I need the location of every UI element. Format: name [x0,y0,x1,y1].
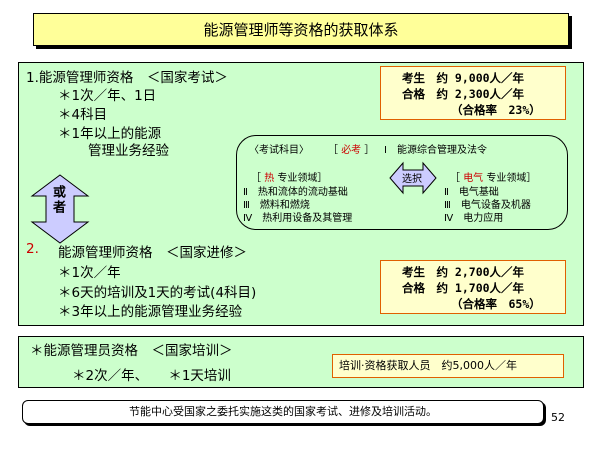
section1-bullet-experience-cont: 管理业务经验 [88,143,169,159]
electric-word: 电气 [463,173,484,184]
or-label: 或者 [50,185,65,215]
section2-bullet-training: ＊6天的培训及1天的考试(4科目) [58,285,257,301]
electric-open-bracket: ［ [450,173,460,184]
exam-subjects-label: 〈考试科目〉 [249,145,309,156]
electric-item-2: Ⅱ 电气基础 [444,187,499,198]
section2-stats-box: 考生 约 2,700人／年 合格 约 1,700人／年 （合格率 65%） [380,260,566,314]
section2-number: 2. [26,241,39,257]
training-stats-box: 培训·资格获取人员 约5,000人／年 [332,354,564,378]
page-number: 52 [551,411,565,424]
heat-open-bracket: ［ [251,173,261,184]
section1-pass-rate: （合格率 23%） [451,103,541,117]
section1-stats-box: 考生 约 9,000人／年 合格 约 2,300人／年 （合格率 23%） [380,66,566,120]
required-subject: Ⅰ 能源综合管理及法令 [384,145,487,156]
or-arrow-icon [30,174,90,244]
footer-note: 节能中心受国家之委托实施这类的国家考试、进修及培训活动。 [22,400,544,424]
section1-bullet-experience: ＊1年以上的能源 [58,126,162,142]
select-label: 选択 [402,174,422,185]
required-word: 必考 [341,145,362,156]
heat-item-4: Ⅳ 热利用设备及其管理 [243,213,353,224]
section2-heading: 能源管理师资格 ＜国家进修＞ [58,245,247,261]
section3-heading: ＊能源管理员资格 ＜国家培训＞ [30,343,233,359]
required-close-bracket: ］ [364,145,375,156]
heat-rest: 专业领域］ [277,173,328,184]
section1-bullet-subjects: ＊4科目 [58,107,108,123]
section1-heading: 1.能源管理师资格 ＜国家考试＞ [26,70,228,86]
heat-item-2: Ⅱ 热和流体的流动基础 [243,187,348,198]
required-open-bracket: ［ [328,145,338,156]
electric-rest: 专业领域］ [486,173,537,184]
section2-passed: 合格 约 1,700人／年 [402,281,525,295]
slide-title: 能源管理师等资格的获取体系 [33,13,569,46]
heat-item-3: Ⅲ 燃料和燃烧 [243,200,310,211]
section3-bullets: ＊2次／年、 ＊1天培训 [72,368,231,384]
section2-bullet-experience: ＊3年以上的能源管理业务经验 [58,304,243,320]
select-arrow-icon [389,161,437,195]
electric-field-heading: ［ 电气 专业领域］ [450,169,536,184]
electric-item-3: Ⅲ 电气设备及机器 [444,200,531,211]
section2-pass-rate: （合格率 65%） [451,297,541,311]
electric-item-4: Ⅳ 电力应用 [444,213,504,224]
section1-candidates: 考生 约 9,000人／年 [402,71,525,85]
heat-field-heading: ［ 热 专业领域］ [251,169,327,184]
required-subject-tag: ［ 必考 ］ [328,141,374,156]
section2-candidates: 考生 约 2,700人／年 [402,265,525,279]
heat-word: 热 [264,173,275,184]
section2-num: 2. [26,241,39,257]
section2-bullet-frequency: ＊1次／年 [58,265,121,281]
section1-passed: 合格 约 2,300人／年 [402,87,525,101]
section1-bullet-frequency: ＊1次／年、1日 [58,88,157,104]
